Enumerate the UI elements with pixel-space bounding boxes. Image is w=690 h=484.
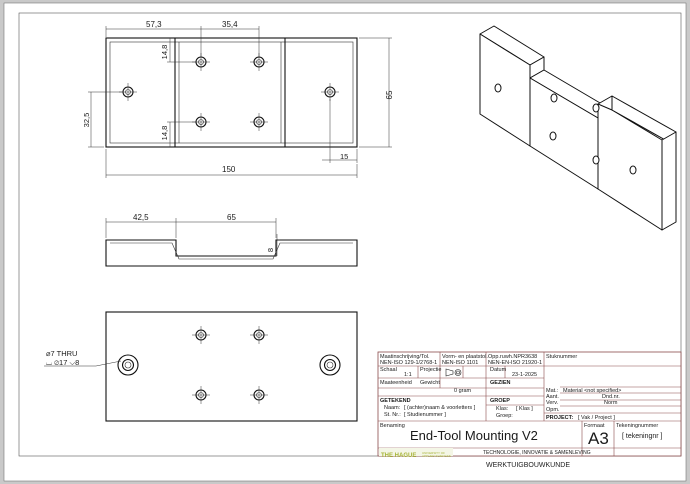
- datum-value: 23-1-2025: [512, 372, 537, 378]
- datum-label: Datum: [490, 367, 507, 373]
- dim-42-5: 42,5: [133, 213, 149, 222]
- opp-label: Opp.ruwh.NPR3638: [488, 354, 537, 360]
- top-view: 57,3 35,4 14,8 32,5 14,8 65 15 150: [82, 20, 394, 178]
- gewicht-label: Gewicht: [420, 380, 440, 386]
- tekeningnummer-label: Tekeningnummer: [616, 423, 658, 429]
- top-view-hole: [321, 83, 339, 101]
- schaal-label: Schaal: [380, 367, 397, 373]
- projection-symbol-icon: [445, 368, 462, 377]
- dim-35-4: 35,4: [222, 20, 238, 29]
- front-view-fillet-line: [110, 242, 353, 260]
- hole-callout-line2: ⌴ ⌀17 ⌵8: [46, 358, 79, 367]
- aant-label: Aant.: [546, 394, 559, 400]
- top-view-hole: [250, 113, 268, 131]
- department-text: WERKTUIGBOUWKUNDE: [486, 462, 570, 469]
- project-label: PROJECT:: [546, 415, 573, 421]
- drawing-title: End-Tool Mounting V2: [410, 428, 538, 443]
- formaat-value: A3: [588, 429, 609, 448]
- project-value: [ Vak / Project ]: [578, 415, 615, 421]
- dnd-label: Dnd.nr.: [602, 394, 620, 400]
- dim-14-8-top: 14,8: [160, 45, 169, 60]
- stuknummer-label: Stuknummer: [546, 354, 577, 360]
- dim-14-8-bottom: 14,8: [160, 126, 169, 141]
- iso-hole: [550, 93, 558, 103]
- maat-label: Maatinschrijving/Tol.: [380, 354, 430, 360]
- front-view-profile: [105, 239, 358, 267]
- dim-150: 150: [222, 165, 236, 174]
- dim-32-5: 32,5: [82, 113, 91, 128]
- gewicht-value: 0 gram: [454, 388, 472, 394]
- iso-hole: [549, 131, 557, 141]
- stnr-label: St. Nr.:: [384, 412, 401, 418]
- bottom-view-hole: [192, 386, 210, 404]
- vorm-value: NEN-ISO 1101: [442, 360, 478, 366]
- front-view: 42,5 65 8: [105, 213, 358, 267]
- hole-callout-line1: ⌀7 THRU: [46, 349, 77, 358]
- isometric-view: [479, 25, 677, 231]
- dim-57-3: 57,3: [146, 20, 162, 29]
- counterbore-hole-left: [117, 354, 139, 376]
- tekeningnummer-value: [ tekeningnr ]: [622, 433, 663, 440]
- verv-label: Verv.: [546, 400, 559, 406]
- mat-value: Material <not specified>: [563, 388, 621, 394]
- groep-value-label: Groep:: [496, 413, 513, 419]
- faculty-text: TECHNOLOGIE, INNOVATIE & SAMENLEVING: [483, 450, 591, 456]
- klas-value: [ Klas ]: [516, 406, 533, 412]
- title-block-frame: [377, 351, 682, 457]
- benaming-label: Benaming: [380, 423, 405, 429]
- counterbore-hole-right: [319, 354, 341, 376]
- getekend-label: GETEKEND: [380, 398, 411, 404]
- dim-65-height: 65: [385, 90, 394, 99]
- formaat-label: Formaat: [584, 423, 605, 429]
- mat-label: Mat.:: [546, 388, 559, 394]
- groep-label: GROEP: [490, 398, 510, 404]
- top-view-outline: [105, 37, 358, 148]
- naam-label: Naam:: [384, 405, 401, 411]
- naam-value: [ (achter)naam & voorletters ]: [404, 405, 476, 411]
- maateenheid-label: Maateenheid: [380, 380, 412, 386]
- dim-65: 65: [227, 213, 236, 222]
- iso-hole: [592, 103, 600, 113]
- opm-label: Opm.: [546, 407, 560, 413]
- bottom-view-hole: [192, 326, 210, 344]
- iso-hole: [592, 155, 600, 165]
- bottom-view: ⌀7 THRU ⌴ ⌀17 ⌵8: [44, 311, 358, 422]
- iso-hole: [629, 165, 637, 175]
- logo-background: [379, 448, 453, 456]
- iso-hole: [494, 83, 502, 93]
- the-hague-logo: THE HAGUE UNIVERSITY OF APPLIED SCIENCES: [381, 451, 451, 459]
- logo-sub2-text: APPLIED SCIENCES: [422, 454, 451, 458]
- projectie-label: Projectie: [420, 367, 441, 373]
- drawing-border: [18, 12, 682, 457]
- gezien-label: GEZIEN: [490, 380, 511, 386]
- logo-sub1-text: UNIVERSITY OF: [422, 451, 445, 455]
- logo-main-text: THE HAGUE: [381, 453, 416, 459]
- title-block: Maatinschrijving/Tol. NEN-ISO 129-1/2768…: [377, 351, 682, 459]
- norm-label: Norm: [604, 400, 618, 406]
- bottom-view-hole: [250, 386, 268, 404]
- dim-15: 15: [340, 152, 348, 161]
- opp-value: NEN-EN-ISO 21920-1: [488, 360, 542, 366]
- stnr-value: [ Studienummer ]: [404, 412, 446, 418]
- dim-8: 8: [266, 248, 275, 252]
- bottom-view-outline: [105, 311, 358, 422]
- top-view-inner-edge: [109, 41, 354, 144]
- schaal-value: 1:1: [404, 372, 412, 378]
- bottom-view-hole: [250, 326, 268, 344]
- maat-value: NEN-ISO 129-1/2768-1: [380, 360, 437, 366]
- iso-right-block-side: [661, 131, 677, 231]
- klas-label: Klas:: [496, 406, 509, 412]
- vorm-label: Vorm- en plaatstol.: [442, 354, 488, 360]
